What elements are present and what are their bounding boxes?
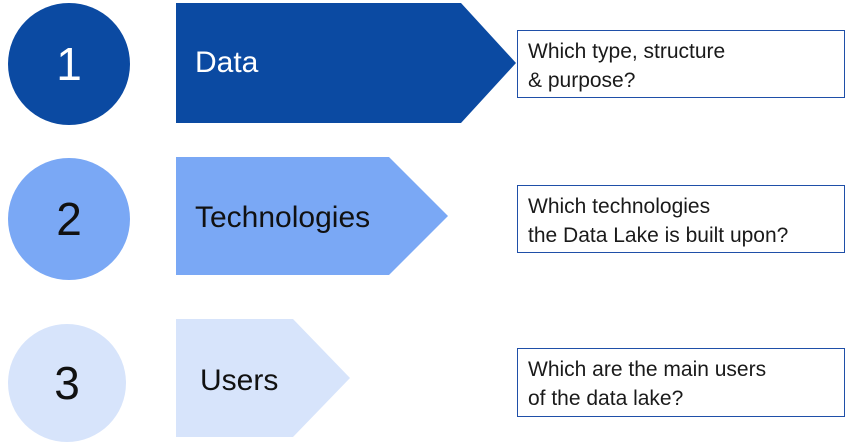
question-box-2: Which technologies the Data Lake is buil… [517, 185, 845, 253]
step-number-2: 2 [56, 193, 82, 245]
question-line: & purpose? [528, 69, 636, 92]
step-number-circle-3: 3 [8, 324, 126, 442]
question-line: Which type, structure [528, 40, 726, 63]
step-label-2: Technologies [195, 201, 371, 234]
question-line: of the data lake? [528, 387, 684, 410]
step-number-1: 1 [56, 38, 82, 90]
step-arrow-2 [176, 157, 448, 275]
step-label-1: Data [195, 46, 259, 79]
question-box-3: Which are the main users of the data lak… [517, 348, 845, 417]
step-arrow-1 [176, 3, 516, 123]
question-line: Which are the main users [528, 358, 767, 381]
step-label-3: Users [200, 364, 279, 397]
question-box-1: Which type, structure & purpose? [517, 30, 845, 98]
question-line: Which technologies [528, 195, 711, 218]
step-arrow-3 [176, 319, 350, 437]
step-number-circle-1: 1 [8, 3, 130, 125]
question-line: the Data Lake is built upon? [528, 224, 789, 247]
step-number-3: 3 [54, 357, 80, 409]
step-number-circle-2: 2 [8, 158, 130, 280]
